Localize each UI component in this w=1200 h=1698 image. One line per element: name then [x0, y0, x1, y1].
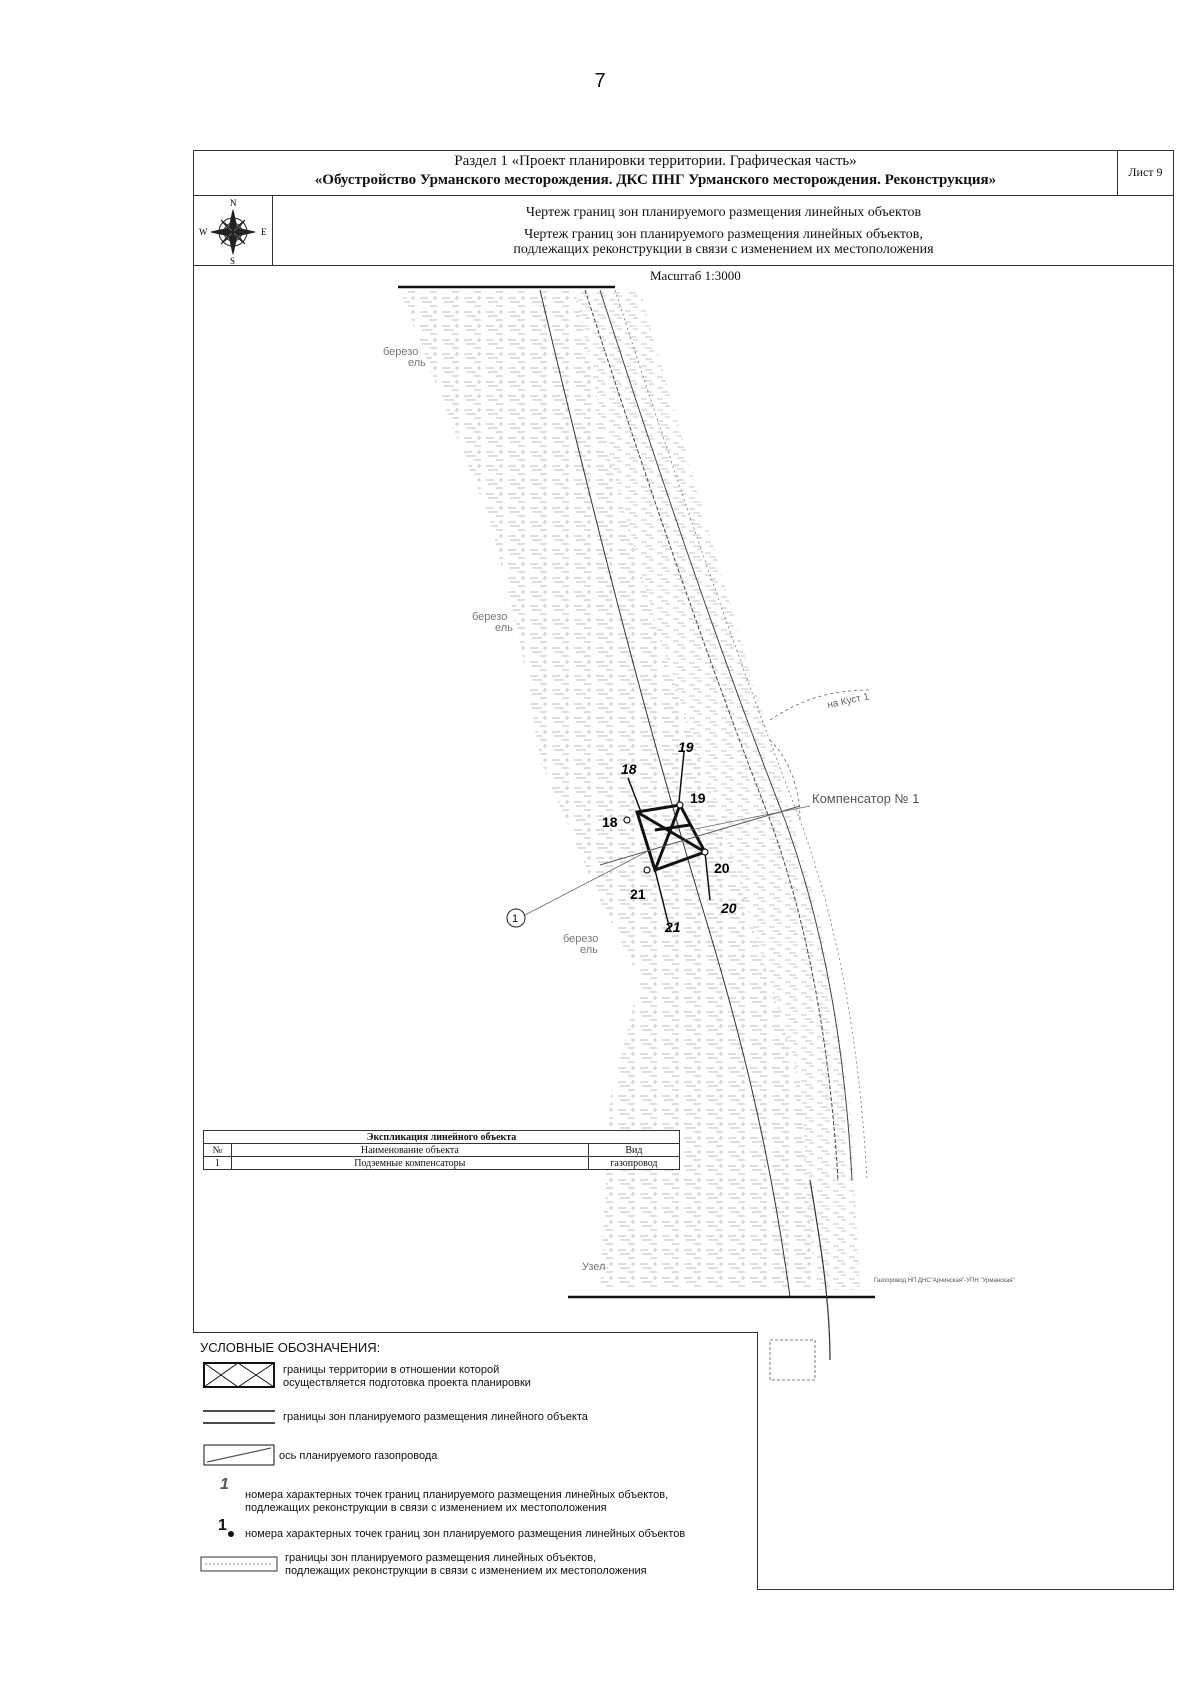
point-label-19: 19: [690, 790, 706, 806]
sheet-label: Лист 9: [1128, 165, 1163, 179]
compass-s: S: [230, 256, 235, 266]
drawing-title-3: подлежащих реконструкции в связи с измен…: [513, 242, 934, 257]
compass-w: W: [199, 227, 208, 237]
point-18-marker: [623, 816, 631, 824]
legend-item-1-line1: границы территории в отношении которой: [283, 1364, 500, 1376]
compass-cell: N S W E: [193, 196, 273, 266]
drawing-title-2: Чертеж границ зон планируемого размещени…: [524, 227, 923, 242]
drawing-title-1: Чертеж границ зон планируемого размещени…: [525, 205, 922, 220]
title-block: [193, 150, 1174, 196]
legend-item-4-line2: подлежащих реконструкции в связи с измен…: [245, 1502, 607, 1514]
compensator-leader: [689, 805, 811, 831]
point-label-18: 18: [602, 814, 618, 830]
table-row: 1 Подземные компенсаторы газопровод: [203, 1156, 681, 1170]
road-edge-3: [614, 289, 868, 1181]
compensator-label: Компенсатор № 1: [812, 791, 919, 806]
drawing-header: [193, 196, 1174, 266]
road-edge-1: [584, 289, 839, 1181]
legend-item-4-line1: номера характерных точек границ планируе…: [245, 1489, 669, 1501]
compass-e: E: [261, 227, 267, 237]
legend-title: УСЛОВНЫЕ ОБОЗНАЧЕНИЯ:: [200, 1340, 381, 1355]
zone-boundary-lines: [627, 751, 711, 931]
page-number: 7: [594, 70, 606, 92]
point-label-20-italic: 20: [720, 900, 737, 916]
row-name: Подземные компенсаторы: [230, 1156, 589, 1170]
compass-rose-icon: N S W E: [199, 198, 267, 266]
gas-pipeline-axis: [599, 805, 801, 866]
legend-item-2: границы зон планируемого размещения лине…: [283, 1411, 588, 1423]
forest-label-2a: березо: [472, 611, 507, 623]
map-canvas: 1 18 19 20 21 18 19 20 21 Компенсатор № …: [383, 285, 1015, 1381]
point-label-18-italic: 18: [621, 761, 637, 777]
legend-item-6-line1: границы зон планируемого размещения лине…: [285, 1552, 597, 1564]
callout-circle: [506, 908, 526, 928]
point-label-21: 21: [630, 886, 646, 902]
section-title: Раздел 1 «Проект планировки территории. …: [454, 153, 857, 169]
road-edge-2: [599, 289, 853, 1181]
pipeline-branch: [809, 1179, 831, 1361]
forest-label-1a: березо: [383, 346, 418, 358]
legend-box: [193, 1332, 758, 1590]
legend-item-6-line2: подлежащих реконструкции в связи с измен…: [285, 1565, 647, 1577]
forest-label-2b: ель: [495, 622, 513, 634]
kust-label: на Куст 1: [826, 691, 870, 711]
point-19-marker: [676, 801, 684, 809]
explication-caption: Экспликация линейного объекта: [203, 1130, 680, 1144]
sheet-label-cell: [1117, 150, 1174, 196]
forest-area-east: [575, 290, 860, 1290]
legend-item-5: номера характерных точек границ зон план…: [245, 1528, 686, 1540]
node-label: Узел: [582, 1261, 605, 1273]
facility-outline: [769, 1339, 816, 1381]
legend-reconstruction-zone-symbol: [200, 1556, 278, 1572]
callout-number: 1: [512, 913, 518, 925]
legend-point-dot-icon: [228, 1531, 234, 1537]
scale-label: Масштаб 1:3000: [650, 268, 741, 283]
project-title: «Обустройство Урманского месторождения. …: [314, 172, 997, 188]
point-20-marker: [701, 848, 709, 856]
pipeline-label: Газопровод НП ДНС"Арчинская"-УПН "Урманс…: [874, 1278, 1015, 1284]
legend-item-5-number: 1: [218, 1517, 227, 1534]
point-21-marker: [643, 866, 651, 874]
point-label-19-italic: 19: [678, 739, 694, 755]
point-label-21-italic: 21: [664, 919, 681, 935]
legend-pipeline-axis-symbol: [203, 1444, 275, 1466]
legend-planning-territory-symbol: [203, 1362, 275, 1388]
kust-road-2: [769, 739, 801, 821]
legend-zone-boundary-symbol: [203, 1410, 275, 1424]
row-type: газопровод: [587, 1156, 681, 1170]
col-type: Вид: [587, 1143, 681, 1157]
explication-table: Экспликация линейного объекта № Наименов…: [203, 1130, 681, 1170]
forest-label-1b: ель: [408, 357, 426, 369]
existing-pipeline: [539, 289, 791, 1298]
forest-label-3b: ель: [580, 944, 598, 956]
row-number: 1: [203, 1156, 232, 1170]
col-number: №: [203, 1143, 232, 1157]
compass-n: N: [230, 198, 237, 208]
legend-item-4-number: 1: [220, 1476, 229, 1493]
point-label-20: 20: [714, 860, 730, 876]
forest-label-3a: березо: [563, 933, 598, 945]
forest-area: [400, 290, 815, 1290]
legend-item-1-line2: осуществляется подготовка проекта планир…: [283, 1377, 531, 1389]
callout-leader: [524, 849, 651, 916]
col-name: Наименование объекта: [230, 1143, 589, 1157]
legend-item-3: ось планируемого газопровода: [279, 1450, 438, 1462]
